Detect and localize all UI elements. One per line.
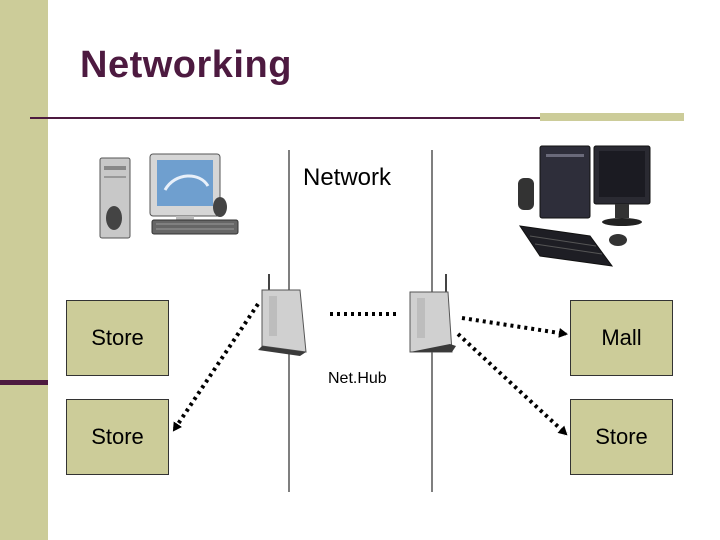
slide-title: Networking — [80, 44, 292, 86]
desktop-computer-icon — [99, 153, 239, 239]
left-router-to-store-link — [172, 302, 260, 432]
router-icon — [258, 274, 307, 356]
router-icon — [409, 274, 456, 353]
slide-sidebar — [0, 0, 48, 540]
sidebar-marker — [0, 380, 48, 385]
title-underline — [30, 117, 540, 119]
workstation-computer-icon — [518, 145, 651, 267]
mall-box: Mall — [570, 300, 673, 376]
store-box-bottom-right: Store — [570, 399, 673, 475]
right-router-to-mall-link — [461, 316, 568, 338]
net-hub-label: Net.Hub — [328, 370, 387, 387]
title-underline-accent — [540, 113, 684, 121]
network-label: Network — [303, 164, 392, 191]
right-router-to-store-link — [456, 332, 568, 436]
store-box-top-left: Store — [66, 300, 169, 376]
store-box-bottom-left: Store — [66, 399, 169, 475]
